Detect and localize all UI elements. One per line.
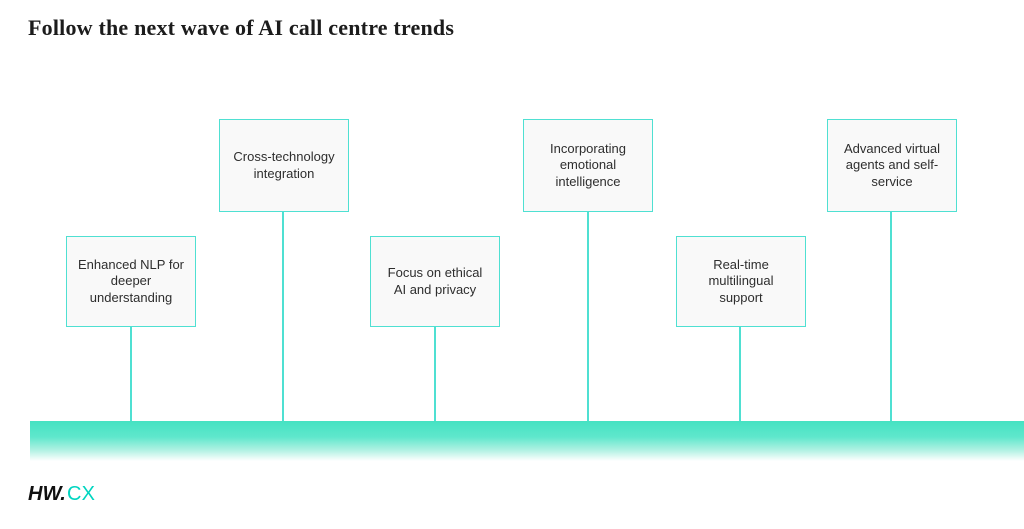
logo-hw-text: HW. <box>28 483 66 505</box>
timeline-base-bar <box>30 421 1024 461</box>
connector-line <box>890 212 892 421</box>
trend-label: Advanced virtual agents and self-service <box>843 141 941 189</box>
trend-box-enhanced-nlp: Enhanced NLP for deeper understanding <box>66 236 196 327</box>
trend-box-virtual-agents: Advanced virtual agents and self-service <box>827 119 957 212</box>
connector-line <box>282 212 284 421</box>
trend-box-emotional-intelligence: Incorporating emotional intelligence <box>523 119 653 212</box>
connector-line <box>434 327 436 421</box>
trend-label: Real-time multilingual support <box>708 257 774 305</box>
brand-logo: HW. CX <box>28 483 95 506</box>
trend-box-multilingual: Real-time multilingual support <box>676 236 806 327</box>
trend-label: Cross-technology integration <box>233 149 335 181</box>
trend-box-cross-technology: Cross-technology integration <box>219 119 349 212</box>
trend-box-ethical-ai: Focus on ethical AI and privacy <box>370 236 500 327</box>
trend-label: Enhanced NLP for deeper understanding <box>78 257 184 305</box>
trend-label: Focus on ethical AI and privacy <box>387 265 483 297</box>
connector-line <box>130 327 132 421</box>
connector-line <box>739 327 741 421</box>
connector-line <box>587 212 589 421</box>
page-title: Follow the next wave of AI call centre t… <box>28 15 455 40</box>
logo-cx-text: CX <box>67 483 96 505</box>
trend-label: Incorporating emotional intelligence <box>550 141 626 189</box>
